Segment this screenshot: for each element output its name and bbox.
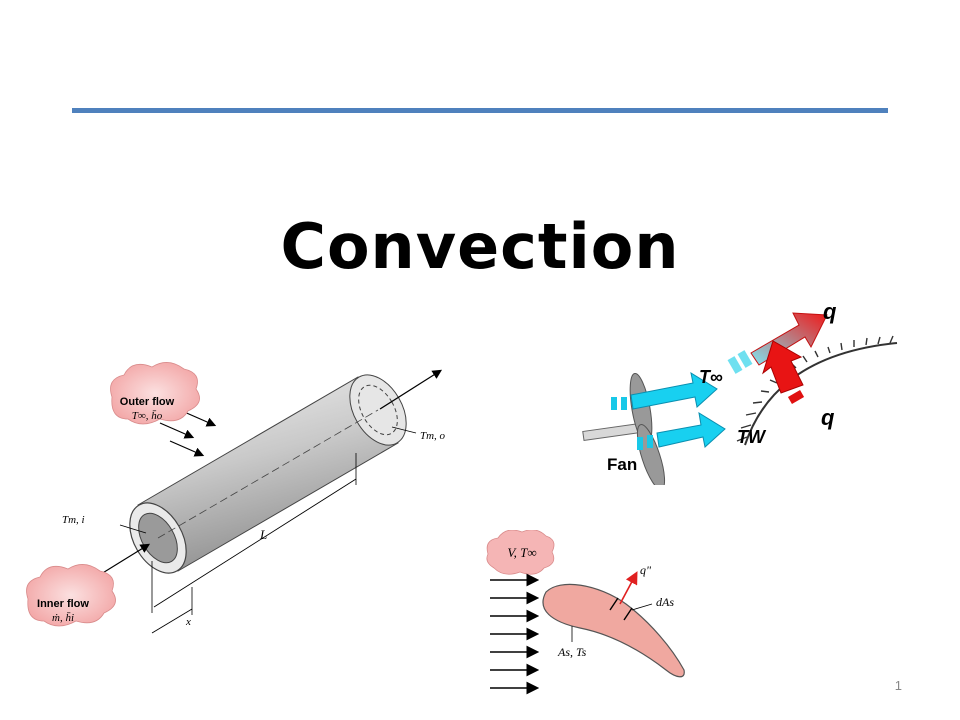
airfoil-body <box>542 583 685 678</box>
slide-number: 1 <box>894 678 902 693</box>
airfoil-convection-figure: V, T∞ q" dAs As, Ts <box>486 530 685 695</box>
outlet-temp-label: Tm, o <box>420 430 446 442</box>
freestream-label: V, T∞ <box>507 545 536 560</box>
surface-label: As, Ts <box>557 645 587 659</box>
t-wall-label: TW <box>737 427 767 447</box>
title-rule <box>72 108 888 113</box>
outer-flow-label: Outer flow <box>120 396 175 408</box>
t-inf-arrow-lower <box>637 411 726 450</box>
wall-hatch <box>736 335 894 442</box>
pipe-convection-figure: Outer flow T∞, h̄o Inner flow ṁ, h̄i Tm,… <box>26 362 446 634</box>
t-inf-arrow-upper <box>611 371 718 410</box>
flux-label: q" <box>640 563 652 577</box>
q-bottom-label: q <box>821 405 835 430</box>
inner-flow-label: Inner flow <box>37 598 89 610</box>
q-arrow-lower <box>762 340 805 404</box>
fan-convection-figure: Fan T∞ TW q q <box>582 299 898 485</box>
q-top-label: q <box>823 299 837 324</box>
outer-flow-vars: T∞, h̄o <box>132 410 163 422</box>
freestream-cloud <box>486 530 555 575</box>
inlet-temp-label: Tm, i <box>62 514 85 526</box>
outer-flow-cloud <box>110 362 200 425</box>
t-inf-label: T∞ <box>699 367 723 387</box>
freestream-arrows <box>490 573 540 695</box>
slide-title: Convection <box>280 210 680 283</box>
fan-label: Fan <box>607 455 637 474</box>
inner-flow-vars: ṁ, h̄i <box>52 612 74 624</box>
area-element-label: dAs <box>656 595 674 609</box>
x-label: x <box>185 616 191 628</box>
length-label: L <box>259 527 267 542</box>
inner-flow-cloud <box>26 564 116 627</box>
